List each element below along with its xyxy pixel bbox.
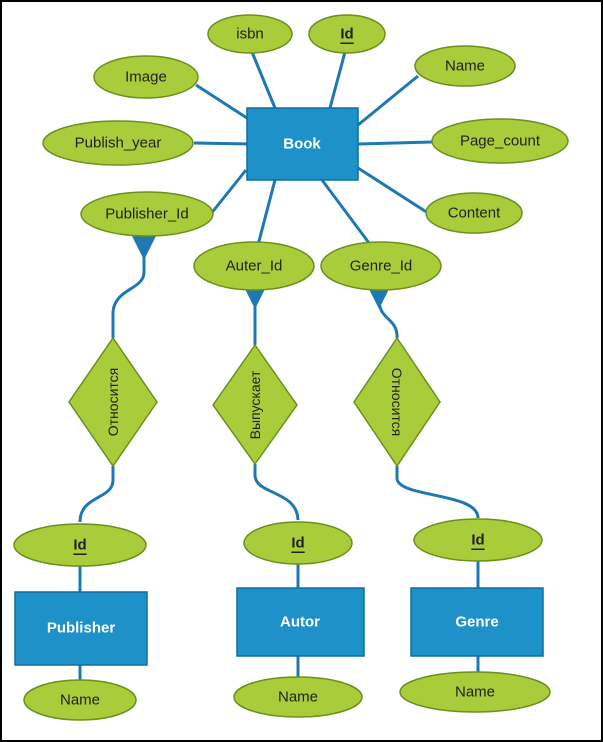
attr-genre-name-label: Name: [455, 684, 495, 701]
attr-publish-year-label: Publish_year: [75, 135, 162, 152]
attr-genre-name-shape: [399, 671, 551, 713]
line-publisher-id-to-rel: [111, 230, 159, 338]
rel-publisher-diamond: [68, 336, 158, 468]
attr-isbn-label: isbn: [236, 26, 264, 43]
relationship-shapes: [68, 336, 441, 468]
entity-book-label: Book: [283, 136, 321, 153]
line-book-genre-id: [320, 179, 374, 248]
line-book-image: [195, 83, 251, 122]
rel-genre-diamond: [353, 336, 441, 468]
attr-genre-id-key-label: Id: [471, 532, 484, 549]
entity-genre-shape: [410, 587, 544, 657]
book-attribute-shapes: [42, 14, 569, 291]
attr-image-label: Image: [125, 69, 167, 86]
attr-page-count-label: Page_count: [460, 133, 541, 150]
attr-genre-id-key-shape: [413, 518, 543, 562]
entity-publisher-shape: [14, 591, 148, 666]
attr-isbn-shape: [207, 14, 293, 54]
attr-genre-id-shape: [320, 241, 442, 291]
attribute-labels: isbn Id Name Image Publish_year Page_cou…: [60, 26, 541, 709]
rel-genre-label: Относится: [389, 368, 405, 436]
attr-publish-year-shape: [42, 120, 194, 166]
rel-autor-diamond: [212, 343, 298, 466]
attr-name-shape: [414, 45, 516, 87]
attr-autor-name-shape: [233, 676, 363, 718]
line-book-publish-year: [193, 141, 251, 146]
line-rel-to-genre-id: [395, 466, 480, 519]
entity-labels: Book Publisher Autor Genre: [47, 136, 499, 637]
attr-publisher-id-key-shape: [13, 523, 147, 567]
relationship-labels: Относится Выпускает Относится: [105, 368, 405, 440]
lower-attribute-shapes: [13, 518, 551, 721]
entity-book-shape: [246, 107, 359, 181]
entity-publisher-label: Publisher: [47, 620, 116, 637]
entity-autor-shape: [236, 587, 365, 657]
attr-name-label: Name: [445, 58, 485, 75]
attr-content-label: Content: [448, 205, 501, 222]
line-book-id: [328, 51, 347, 109]
attr-autor-name-label: Name: [278, 689, 318, 706]
line-rel-to-autor-id: [253, 464, 300, 521]
line-book-name: [357, 74, 419, 127]
attr-autor-id-key-label: Id: [291, 535, 304, 552]
line-book-publisher-id: [208, 169, 248, 216]
attr-publisher-id-label: Publisher_Id: [105, 206, 188, 223]
entity-shapes: [14, 107, 544, 666]
rel-autor-label: Выпускает: [247, 370, 263, 439]
attr-page-count-shape: [431, 118, 569, 164]
book-attribute-lines: [193, 51, 433, 248]
attr-auter-id-shape: [193, 241, 315, 291]
attr-publisher-name-label: Name: [60, 692, 100, 709]
attr-publisher-name-shape: [23, 679, 137, 721]
rel-publisher-label: Относится: [105, 368, 121, 436]
line-book-page-count: [357, 140, 433, 146]
line-book-content: [357, 166, 429, 215]
line-book-isbn: [250, 51, 277, 109]
attr-book-id-shape: [308, 14, 386, 54]
attr-book-id-label: Id: [340, 26, 353, 43]
entity-genre-label: Genre: [455, 614, 498, 631]
line-rel-to-publisher-id: [78, 466, 115, 523]
attr-image-shape: [93, 55, 199, 99]
entity-autor-label: Autor: [280, 614, 320, 631]
attr-content-shape: [425, 192, 523, 234]
line-genre-id-to-rel: [364, 279, 399, 339]
line-book-auter-id: [256, 179, 277, 246]
attr-publisher-id-shape: [80, 191, 214, 237]
attr-auter-id-label: Auter_Id: [226, 258, 283, 275]
attr-autor-id-key-shape: [243, 521, 353, 565]
attr-genre-id-label: Genre_Id: [350, 258, 413, 275]
attr-publisher-id-key-label: Id: [73, 537, 86, 554]
